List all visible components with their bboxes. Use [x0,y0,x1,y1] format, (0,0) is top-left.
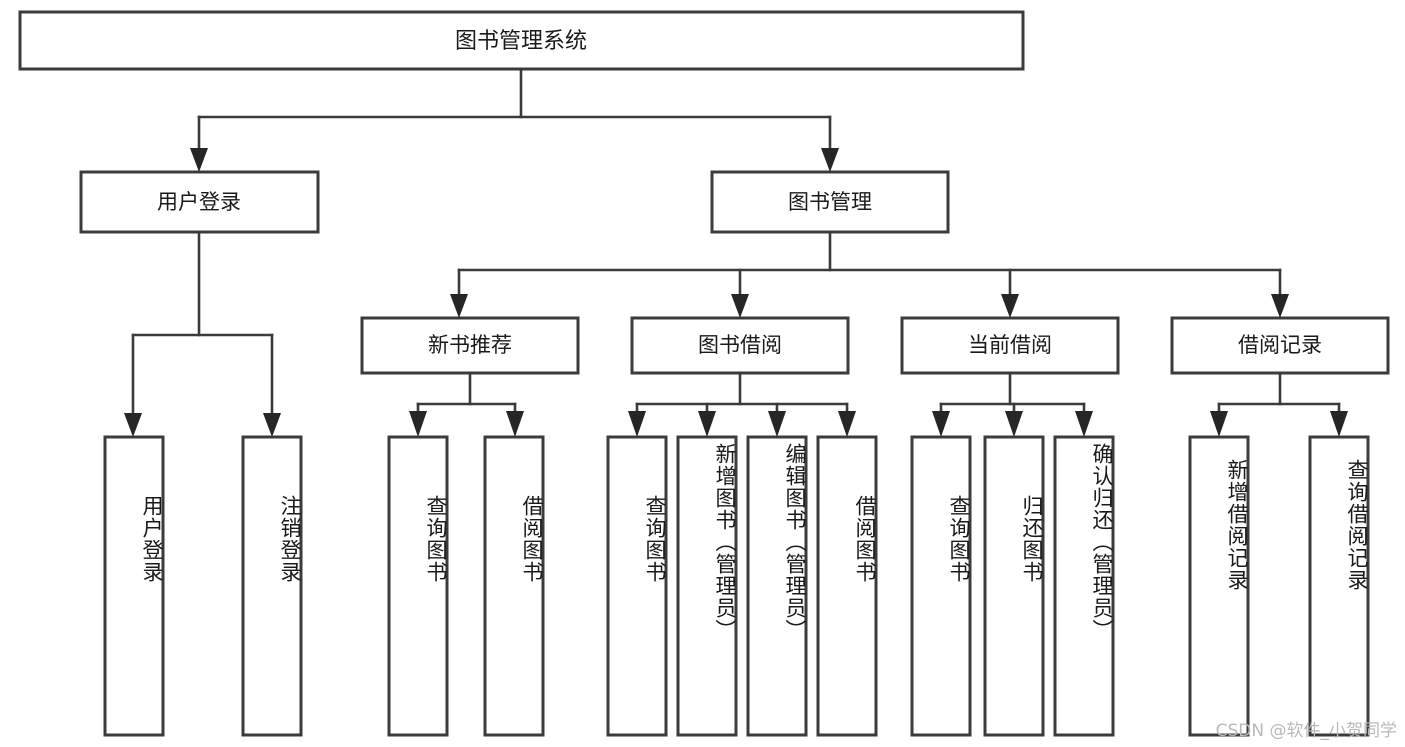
leaf-box-borrow-record-1[interactable] [1308,435,1370,737]
leaf-box-book-borrow-2[interactable] [746,435,808,737]
connector-currentborrow-leaves [932,371,1093,437]
leaf-box-current-borrow-2[interactable] [1053,435,1115,737]
node-user-login-box[interactable] [79,170,320,234]
leaf-box-user-login-1[interactable] [241,435,303,737]
leaf-box-book-borrow-3[interactable] [816,435,878,737]
leaf-box-new-book-0[interactable] [387,435,449,737]
connector-newbook-leaves [409,371,524,437]
leaf-box-current-borrow-0[interactable] [910,435,972,737]
leaf-box-new-book-1[interactable] [483,435,545,737]
leaf-box-book-borrow-1[interactable] [676,435,738,737]
node-current-borrow-box[interactable] [900,316,1120,375]
node-root-label: 图书管理系统 [455,29,587,54]
leaf-box-book-borrow-0[interactable] [606,435,668,737]
connector-userlogin-leaves [124,230,281,437]
node-book-borrow-label: 图书借阅 [698,333,782,357]
leaf-box-borrow-record-0[interactable] [1188,435,1250,737]
node-user-login-label: 用户登录 [157,190,241,214]
csdn-watermark: CSDN @软件_小贺同学 [1215,721,1397,741]
connector-bookmanage-level3 [450,230,1289,318]
node-book-manage-label: 图书管理 [788,190,872,214]
node-current-borrow-label: 当前借阅 [968,333,1052,357]
connector-root-split [190,67,839,172]
node-new-book-recommend-label: 新书推荐 [428,333,512,357]
leaf-box-current-borrow-1[interactable] [983,435,1045,737]
connector-borrowrecord-leaves [1210,371,1348,437]
node-root-box[interactable] [18,10,1025,71]
node-new-book-recommend-box[interactable] [360,316,580,375]
connector-bookborrow-leaves [628,371,856,437]
node-borrow-record-label: 借阅记录 [1238,333,1322,357]
leaf-box-user-login-0[interactable] [103,435,165,737]
